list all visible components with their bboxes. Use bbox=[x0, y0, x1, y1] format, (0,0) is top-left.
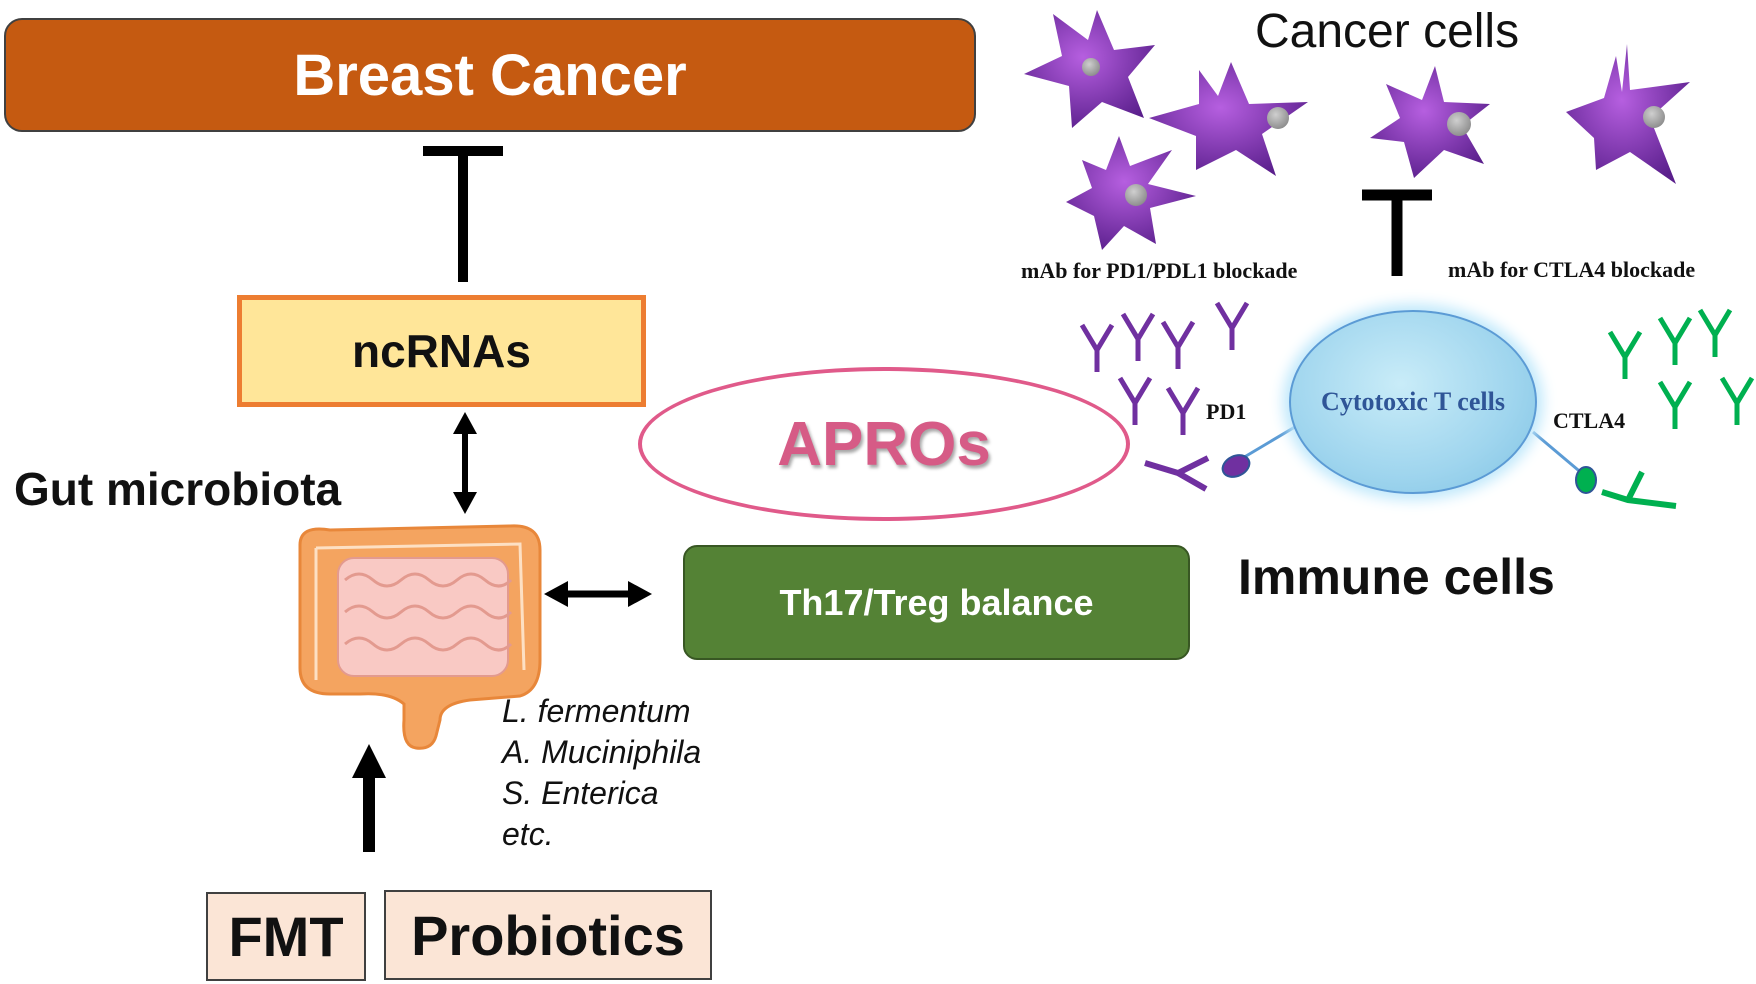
ncrnas-box: ncRNAs bbox=[237, 295, 646, 407]
pd1-receptor-icon bbox=[1144, 416, 1311, 492]
apros-ellipse: APROs bbox=[638, 367, 1130, 521]
bacteria-item: etc. bbox=[502, 816, 554, 852]
inhibition-arrow-immune-cancer bbox=[1362, 189, 1432, 276]
intestine-icon bbox=[298, 524, 542, 750]
cancer-cells-label: Cancer cells bbox=[1255, 5, 1520, 58]
fmt-label: FMT bbox=[228, 905, 344, 968]
cancer-cell bbox=[1024, 10, 1155, 128]
gut-microbiota-label: Gut microbiota bbox=[14, 463, 342, 515]
double-arrow-ncrna-gut bbox=[453, 412, 477, 514]
cytotoxic-t-cell: Cytotoxic T cells bbox=[1289, 310, 1537, 494]
cancer-cell bbox=[1149, 62, 1308, 176]
bacteria-item: S. Enterica bbox=[502, 775, 659, 811]
cancer-cell bbox=[1566, 44, 1690, 184]
pd1-antibody-icon bbox=[1079, 301, 1250, 435]
fmt-box: FMT bbox=[206, 892, 366, 981]
cancer-cell bbox=[1370, 66, 1490, 178]
double-arrow-gut-th17 bbox=[544, 581, 652, 607]
cancer-cell bbox=[1066, 136, 1196, 250]
th17-treg-label: Th17/Treg balance bbox=[779, 581, 1094, 623]
breast-cancer-box: Breast Cancer bbox=[4, 18, 976, 132]
pd1-mab-label: mAb for PD1/PDL1 blockade bbox=[1021, 258, 1298, 283]
bacteria-item: A. Muciniphila bbox=[502, 734, 702, 770]
bacteria-list: L. fermentum A. Muciniphila S. Enterica … bbox=[502, 691, 701, 855]
ctla4-antibody-icon bbox=[1607, 308, 1755, 429]
ctla4-receptor-icon bbox=[1532, 430, 1677, 509]
cytotoxic-t-cells-label: Cytotoxic T cells bbox=[1321, 387, 1505, 416]
ctla4-label: CTLA4 bbox=[1553, 408, 1626, 433]
up-arrow-fmt-gut bbox=[352, 744, 386, 852]
breast-cancer-label: Breast Cancer bbox=[293, 42, 687, 108]
bacteria-item: L. fermentum bbox=[502, 693, 691, 729]
probiotics-label: Probiotics bbox=[411, 903, 685, 967]
pd1-label: PD1 bbox=[1206, 399, 1247, 424]
ncrnas-label: ncRNAs bbox=[352, 325, 531, 377]
immune-cells-label: Immune cells bbox=[1238, 549, 1555, 605]
th17-treg-box: Th17/Treg balance bbox=[683, 545, 1190, 660]
apros-label: APROs bbox=[777, 409, 991, 479]
probiotics-box: Probiotics bbox=[384, 890, 712, 980]
inhibition-arrow-ncrna-breast bbox=[423, 146, 503, 282]
ctla4-mab-label: mAb for CTLA4 blockade bbox=[1448, 257, 1696, 282]
